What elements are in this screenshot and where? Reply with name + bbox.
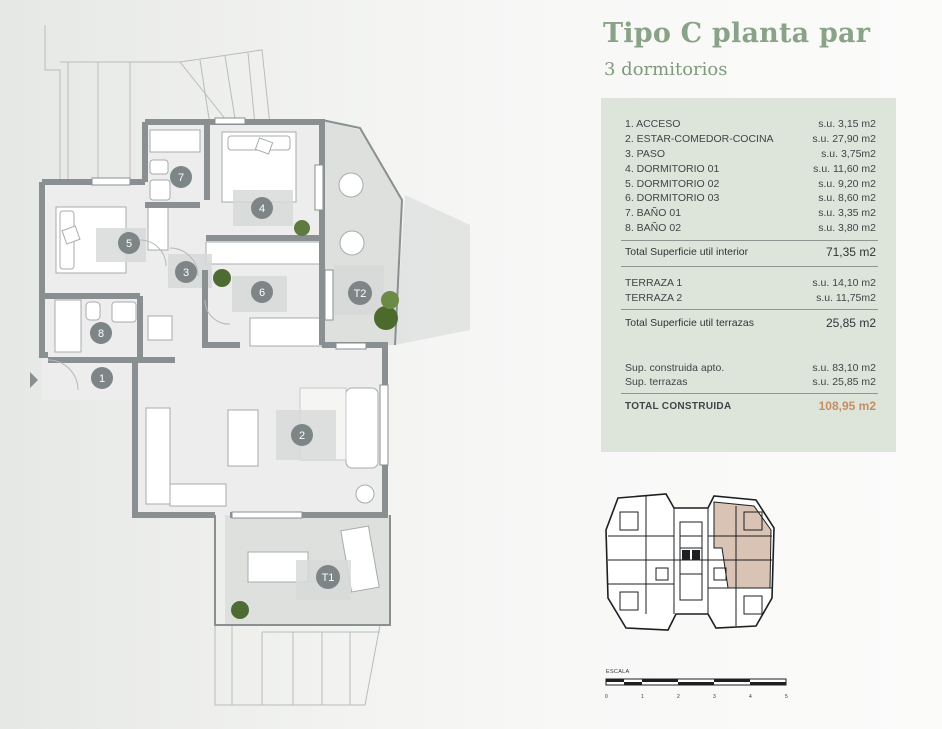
scale-tick: 3 — [713, 694, 716, 700]
doors — [47, 239, 231, 391]
plant-icon — [294, 220, 310, 236]
room-label: 4 — [259, 203, 265, 215]
scale-tick: 1 — [641, 694, 644, 700]
room-label: T2 — [354, 288, 367, 300]
neighbor-outline — [44, 25, 381, 706]
room-label: 2 — [299, 430, 305, 442]
windows — [91, 117, 389, 519]
room-label: T1 — [322, 572, 335, 584]
room-label: 7 — [178, 172, 184, 184]
plants — [213, 220, 399, 619]
divider — [621, 309, 878, 310]
room-label: 8 — [98, 328, 104, 340]
scale-bar — [605, 678, 787, 686]
plant-icon — [231, 601, 249, 619]
scale-tick: 0 — [605, 694, 608, 700]
plant-icon — [374, 306, 398, 330]
scale-tick: 4 — [749, 694, 752, 700]
divider — [621, 393, 878, 394]
plant-icon — [381, 291, 399, 309]
divider — [621, 266, 878, 267]
room-markers: 1 2 3 4 5 6 7 8 T1 T2 — [90, 166, 372, 589]
entry-arrow-icon — [30, 372, 38, 388]
shadow-wedge — [395, 195, 470, 345]
terrace-railings — [214, 119, 404, 626]
key-plan — [605, 493, 775, 631]
plant-icon — [213, 269, 231, 287]
scale-tick: 5 — [785, 694, 788, 700]
page-subtitle: 3 dormitorios — [604, 59, 728, 80]
page-title: Tipo C planta par — [603, 18, 871, 49]
room-label: 5 — [126, 238, 132, 250]
scale-title: ESCALA — [606, 669, 630, 675]
floor-plan: 1 2 3 4 5 6 7 8 T1 T2 — [30, 25, 470, 706]
room-label: 6 — [259, 287, 265, 299]
divider — [621, 240, 878, 241]
room-label: 1 — [99, 373, 105, 385]
room-label: 3 — [183, 267, 189, 279]
scale-tick: 2 — [677, 694, 680, 700]
